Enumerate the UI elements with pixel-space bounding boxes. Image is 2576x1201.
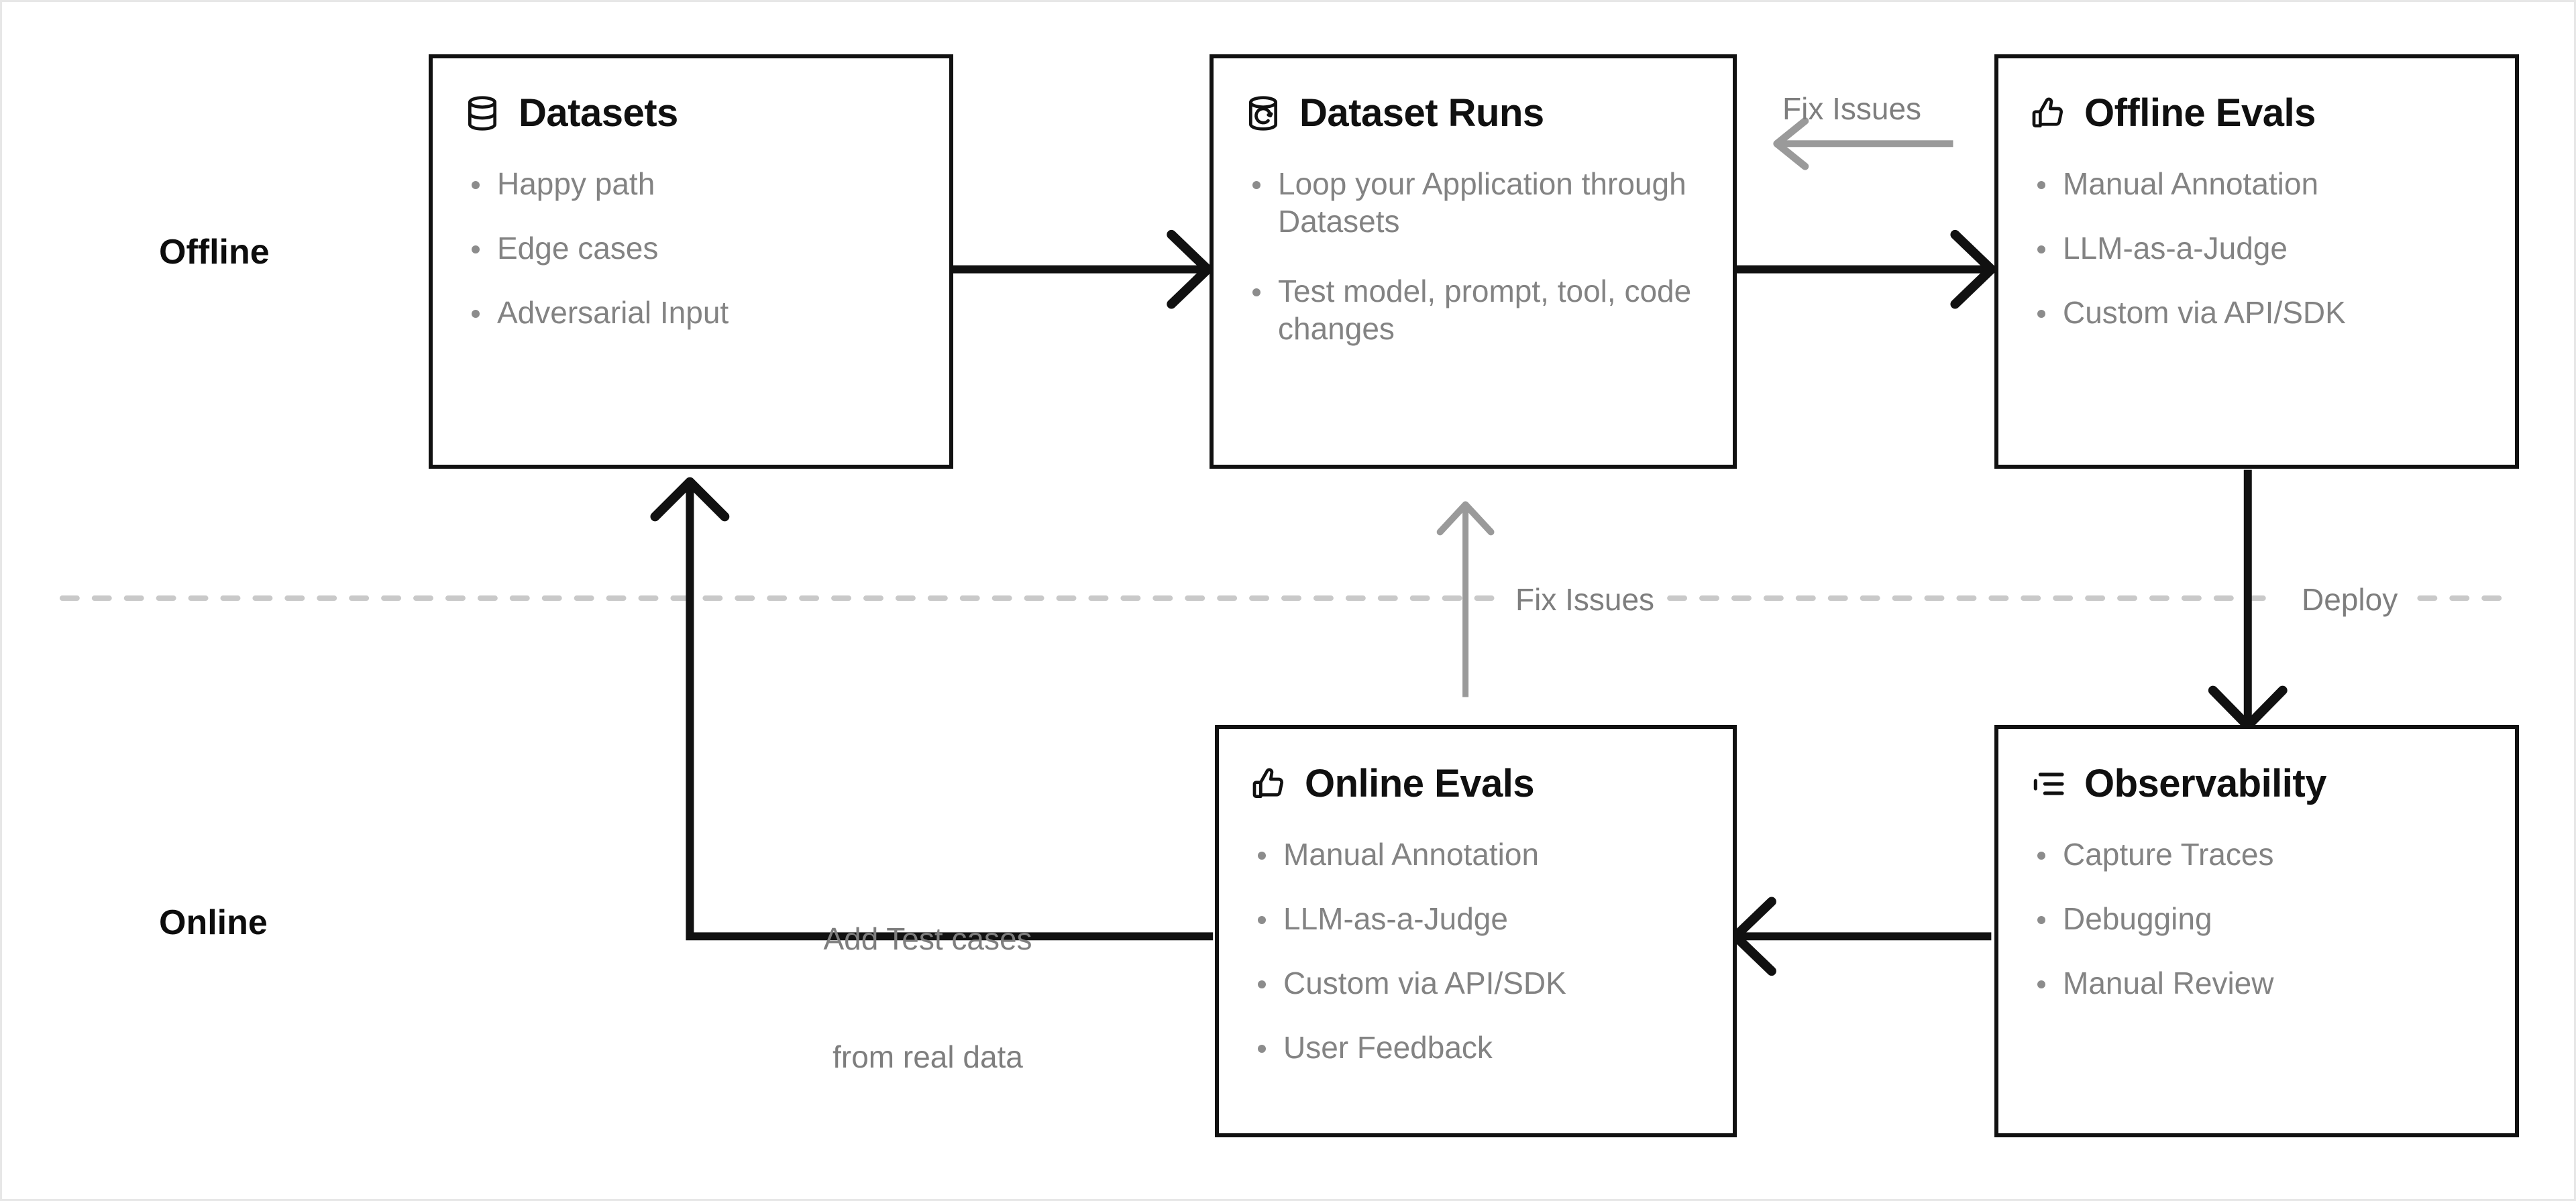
list-item: Custom via API/SDK (1254, 964, 1706, 1002)
thumbs-up-icon (1252, 768, 1283, 798)
node-observability-header: Observability (1998, 729, 2515, 806)
list-item: Manual Review (2033, 964, 2488, 1002)
node-online-evals-list: Manual Annotation LLM-as-a-Judge Custom … (1219, 806, 1733, 1066)
node-offline-evals-header: Offline Evals (1998, 58, 2515, 135)
edge-label-add-test-cases-line2: from real data (833, 1039, 1023, 1075)
arrow-online-evals-to-datasets (650, 477, 1214, 941)
node-dataset-runs-header: Dataset Runs (1214, 58, 1733, 135)
edge-label-add-test-cases-line1: Add Test cases (823, 921, 1032, 956)
node-online-evals-header: Online Evals (1219, 729, 1733, 806)
node-dataset-runs-title: Dataset Runs (1299, 91, 1544, 135)
database-icon (468, 95, 496, 131)
arrow-online-to-dataset-runs (1436, 501, 1495, 697)
node-datasets-title: Datasets (519, 91, 678, 135)
node-offline-evals-list: Manual Annotation LLM-as-a-Judge Custom … (1998, 135, 2515, 331)
list-item: User Feedback (1254, 1029, 1706, 1066)
node-dataset-runs[interactable]: Dataset Runs Loop your Application throu… (1210, 54, 1737, 469)
node-observability[interactable]: Observability Capture Traces Debugging M… (1994, 725, 2519, 1137)
node-datasets-header: Datasets (433, 58, 949, 135)
divider-label-deploy: Deploy (2291, 580, 2409, 620)
list-item: Adversarial Input (468, 294, 922, 331)
lane-label-online: Online (159, 903, 268, 942)
node-online-evals-title: Online Evals (1305, 762, 1535, 805)
lane-label-offline: Offline (159, 233, 270, 272)
database-refresh-icon (1249, 95, 1277, 131)
divider-label-fix-issues: Fix Issues (1505, 580, 1666, 620)
arrow-offline-evals-to-dataset-runs (1773, 117, 1953, 170)
list-item: Manual Annotation (2033, 165, 2488, 203)
list-item: Debugging (2033, 900, 2488, 937)
node-dataset-runs-list: Loop your Application through Datasets T… (1214, 135, 1733, 347)
list-item: LLM-as-a-Judge (2033, 229, 2488, 267)
list-item: Manual Annotation (1254, 836, 1706, 873)
list-item: Custom via API/SDK (2033, 294, 2488, 331)
arrow-datasets-to-dataset-runs (951, 229, 1213, 309)
edge-label-fix-issues-top: Fix Issues (1782, 91, 1922, 126)
arrow-dataset-runs-to-offline-evals (1733, 229, 1996, 309)
node-observability-list: Capture Traces Debugging Manual Review (1998, 806, 2515, 1002)
list-item: Test model, prompt, tool, code changes (1248, 272, 1706, 347)
list-item: Loop your Application through Datasets (1248, 165, 1706, 240)
node-online-evals[interactable]: Online Evals Manual Annotation LLM-as-a-… (1215, 725, 1737, 1137)
list-item: Capture Traces (2033, 836, 2488, 873)
node-datasets[interactable]: Datasets Happy path Edge cases Adversari… (429, 54, 953, 469)
node-observability-title: Observability (2084, 762, 2326, 805)
edge-label-add-test-cases: Add Test cases from real data (800, 840, 1055, 1156)
node-offline-evals[interactable]: Offline Evals Manual Annotation LLM-as-a… (1994, 54, 2519, 469)
list-item: Edge cases (468, 229, 922, 267)
list-item: Happy path (468, 165, 922, 203)
node-datasets-list: Happy path Edge cases Adversarial Input (433, 135, 949, 331)
list-item: LLM-as-a-Judge (1254, 900, 1706, 937)
list-indent-icon (2033, 772, 2064, 795)
arrow-observability-to-online-evals (1730, 897, 1992, 976)
thumbs-up-icon (2032, 97, 2063, 127)
node-offline-evals-title: Offline Evals (2084, 91, 2316, 135)
